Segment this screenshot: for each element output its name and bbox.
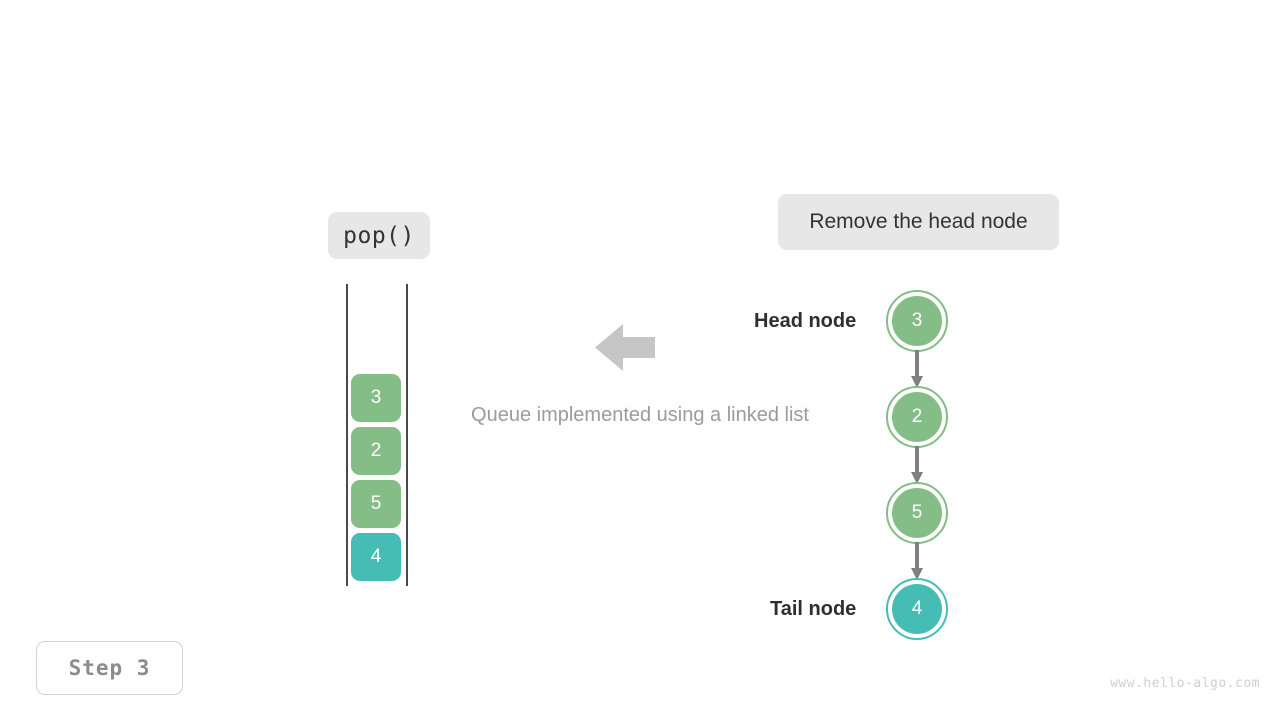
head-node-label: Head node	[754, 310, 857, 332]
link-arrow-icon	[911, 542, 923, 580]
linked-list: 3 2 5 4	[886, 288, 954, 644]
queue-rail-left	[346, 284, 348, 586]
queue-cell: 5	[351, 480, 401, 528]
left-arrow-icon	[595, 324, 655, 371]
watermark: www.hello-algo.com	[1110, 676, 1260, 691]
tail-node-label: Tail node	[770, 598, 857, 620]
queue-cell: 2	[351, 427, 401, 475]
list-node: 3	[886, 290, 948, 352]
list-node-value: 3	[892, 296, 942, 346]
link-arrow-icon	[911, 446, 923, 484]
queue-cell-list: 3 2 5 4	[351, 374, 401, 581]
list-node-value: 4	[892, 584, 942, 634]
link-arrow-icon	[911, 350, 923, 388]
queue-rail-right	[406, 284, 408, 586]
queue-cell: 3	[351, 374, 401, 422]
list-node: 2	[886, 386, 948, 448]
queue-cell: 4	[351, 533, 401, 581]
list-node-value: 2	[892, 392, 942, 442]
operation-label: pop()	[328, 212, 430, 259]
diagram-caption: Queue implemented using a linked list	[471, 404, 809, 426]
list-node: 5	[886, 482, 948, 544]
list-node-value: 5	[892, 488, 942, 538]
list-node: 4	[886, 578, 948, 640]
action-label: Remove the head node	[778, 194, 1059, 250]
step-badge: Step 3	[36, 641, 183, 695]
queue-column: 3 2 5 4	[340, 284, 416, 586]
